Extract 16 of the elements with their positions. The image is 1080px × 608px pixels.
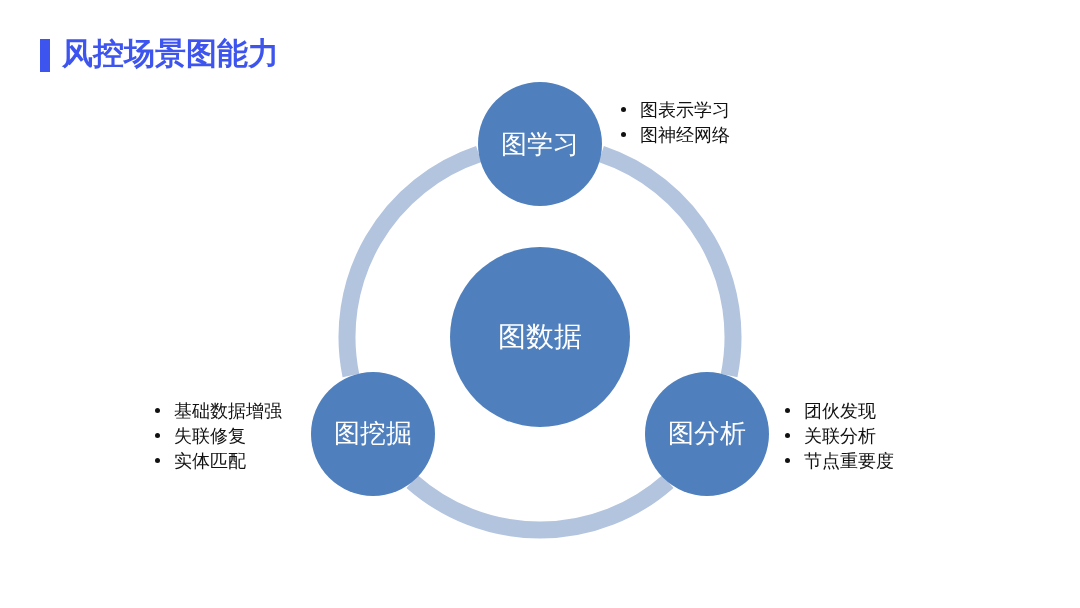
list-item: 节点重要度 [804,450,894,471]
ring-arc [406,474,674,539]
node-label: 图数据 [498,319,582,355]
node-label: 图挖掘 [333,417,412,450]
ring-arc [598,146,742,377]
list-item: 基础数据增强 [174,400,282,421]
ring-arc [338,146,482,377]
node-label: 图分析 [668,417,747,450]
list-item: 团伙发现 [804,400,876,421]
title: 风控场景图能力 [62,34,279,73]
list-item: 失联修复 [174,425,246,446]
list-item: 实体匹配 [174,450,246,471]
list-item: 图表示学习 [640,99,730,120]
list-item: 图神经网络 [640,124,730,145]
node-label: 图学习 [501,127,579,161]
list-item: 关联分析 [804,425,876,446]
